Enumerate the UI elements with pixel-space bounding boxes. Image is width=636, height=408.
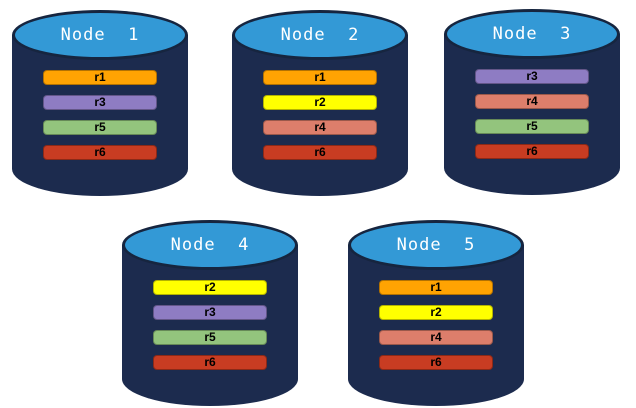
replica-label: r2	[430, 305, 442, 319]
node-title: Node 3	[492, 24, 572, 44]
replica-bar-r2: r2	[379, 305, 493, 320]
replica-label: r2	[314, 95, 326, 109]
replica-bar-r6: r6	[43, 145, 157, 160]
replica-label: r5	[526, 119, 538, 133]
database-cylinder-top-icon: Node 4	[122, 220, 298, 270]
database-cylinder-top-icon: Node 1	[12, 10, 188, 60]
replica-label: r6	[204, 355, 216, 369]
database-node-5: Node 5 r1 r2 r4 r6	[348, 220, 524, 406]
database-cylinder-top-icon: Node 5	[348, 220, 524, 270]
replica-bar-r6: r6	[475, 144, 589, 159]
replica-bar-r5: r5	[43, 120, 157, 135]
replica-list: r1 r2 r4 r6	[263, 70, 377, 160]
replica-label: r3	[526, 69, 538, 83]
replica-bar-r1: r1	[379, 280, 493, 295]
node-title: Node 2	[280, 25, 360, 45]
cylinder-body	[12, 35, 188, 196]
replica-bar-r6: r6	[379, 355, 493, 370]
replica-bar-r1: r1	[263, 70, 377, 85]
replica-label: r6	[94, 145, 106, 159]
database-cylinder-top-icon: Node 3	[444, 9, 620, 59]
database-node-2: Node 2 r1 r2 r4 r6	[232, 10, 408, 196]
replica-label: r6	[430, 355, 442, 369]
replica-bar-r6: r6	[263, 145, 377, 160]
replica-bar-r3: r3	[43, 95, 157, 110]
replica-label: r3	[94, 95, 106, 109]
replica-list: r1 r3 r5 r6	[43, 70, 157, 160]
replica-bar-r4: r4	[475, 94, 589, 109]
replica-bar-r4: r4	[379, 330, 493, 345]
replica-label: r2	[204, 280, 216, 294]
database-node-3: Node 3 r3 r4 r5 r6	[444, 9, 620, 195]
cylinder-body	[232, 35, 408, 196]
cylinder-body	[348, 245, 524, 406]
replica-label: r5	[94, 120, 106, 134]
replica-bar-r5: r5	[153, 330, 267, 345]
node-title: Node 4	[170, 235, 250, 255]
database-node-4: Node 4 r2 r3 r5 r6	[122, 220, 298, 406]
replica-bar-r3: r3	[475, 69, 589, 84]
database-node-1: Node 1 r1 r3 r5 r6	[12, 10, 188, 196]
replica-label: r6	[314, 145, 326, 159]
replica-bar-r4: r4	[263, 120, 377, 135]
cylinder-body	[444, 34, 620, 195]
replica-label: r1	[94, 70, 106, 84]
replica-bar-r5: r5	[475, 119, 589, 134]
replica-label: r3	[204, 305, 216, 319]
replica-bar-r2: r2	[153, 280, 267, 295]
replica-label: r6	[526, 144, 538, 158]
replica-label: r5	[204, 330, 216, 344]
cylinder-body	[122, 245, 298, 406]
replica-list: r1 r2 r4 r6	[379, 280, 493, 370]
node-title: Node 1	[60, 25, 140, 45]
node-title: Node 5	[396, 235, 476, 255]
replica-label: r4	[430, 330, 442, 344]
replica-list: r2 r3 r5 r6	[153, 280, 267, 370]
replica-list: r3 r4 r5 r6	[475, 69, 589, 159]
replica-label: r4	[526, 94, 538, 108]
replica-bar-r3: r3	[153, 305, 267, 320]
database-cylinder-top-icon: Node 2	[232, 10, 408, 60]
replica-bar-r2: r2	[263, 95, 377, 110]
replica-label: r1	[430, 280, 442, 294]
replica-label: r4	[314, 120, 326, 134]
replica-label: r1	[314, 70, 326, 84]
replica-bar-r1: r1	[43, 70, 157, 85]
replica-bar-r6: r6	[153, 355, 267, 370]
